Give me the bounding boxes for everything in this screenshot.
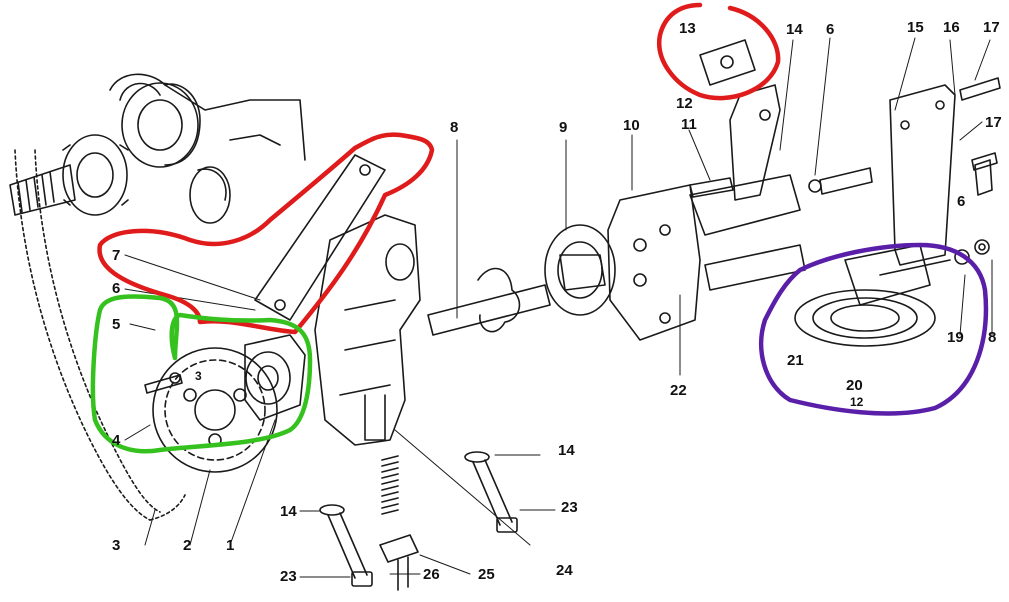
callout-10: 10 — [623, 117, 640, 134]
crankshaft-end — [9, 134, 129, 216]
strainer-bracket — [889, 77, 1001, 266]
callout-18: 8 — [988, 329, 997, 346]
callout-20: 20 — [846, 377, 863, 394]
red-highlight-bracket — [656, 2, 781, 101]
callout-17-top: 17 — [983, 19, 1000, 36]
callout-13: 13 — [679, 20, 696, 37]
sprocket-hub — [244, 334, 306, 421]
callout-22: 22 — [670, 382, 687, 399]
leader-lines — [124, 37, 993, 578]
lower-sprocket — [152, 347, 278, 473]
callout-16: 16 — [943, 19, 960, 36]
callout-3-bottom: 3 — [112, 537, 121, 554]
callout-11: 11 — [681, 116, 697, 133]
callout-14-mid: 14 — [558, 442, 575, 459]
callout-9: 9 — [559, 119, 568, 136]
callout-6-left: 6 — [112, 280, 121, 297]
callout-8: 8 — [450, 119, 459, 136]
red-highlight-pump-arm — [97, 132, 435, 335]
oil-strainer — [794, 244, 951, 347]
engine-block-outline — [109, 73, 306, 224]
callout-6-right: 6 — [957, 193, 966, 210]
callout-17-right: 17 — [985, 114, 1002, 131]
bolt-17 — [971, 152, 998, 196]
pump-rotor — [544, 224, 616, 316]
bolt-23-right — [464, 451, 518, 533]
oil-pump-body — [314, 214, 421, 446]
bolt-6 — [808, 167, 873, 195]
purple-highlight-strainer — [759, 242, 989, 416]
callout-21: 21 — [787, 352, 804, 369]
callout-7: 7 — [112, 247, 121, 264]
relief-plunger — [379, 534, 419, 591]
callout-23-bottom: 23 — [280, 568, 297, 585]
callout-12-top: 12 — [676, 95, 693, 112]
callout-6-top: 6 — [826, 21, 835, 38]
nuts — [954, 239, 990, 265]
bolt-23-left — [319, 504, 373, 587]
green-highlight-sprocket — [90, 294, 313, 454]
callout-4: 4 — [112, 432, 121, 449]
callout-14-top: 14 — [786, 21, 803, 38]
callout-12-bottom: 12 — [850, 395, 864, 409]
bracket-arm — [254, 154, 386, 321]
callout-15: 15 — [907, 19, 924, 36]
timing-chain — [14, 149, 186, 521]
pump-cover — [607, 174, 806, 341]
callout-25: 25 — [478, 566, 495, 583]
pump-shaft — [427, 267, 551, 336]
callout-23-right: 23 — [561, 499, 578, 516]
callout-14-left: 14 — [280, 503, 297, 520]
callout-3-mid: 3 — [195, 369, 202, 383]
callout-26: 26 — [423, 566, 440, 583]
callout-5: 5 — [112, 316, 121, 333]
callout-1: 1 — [226, 537, 235, 554]
callout-24: 24 — [556, 562, 573, 579]
relief-spring — [381, 455, 399, 515]
bolt-5 — [144, 372, 183, 394]
callout-2: 2 — [183, 537, 192, 554]
upper-bracket — [689, 39, 781, 201]
callout-19: 19 — [947, 329, 964, 346]
